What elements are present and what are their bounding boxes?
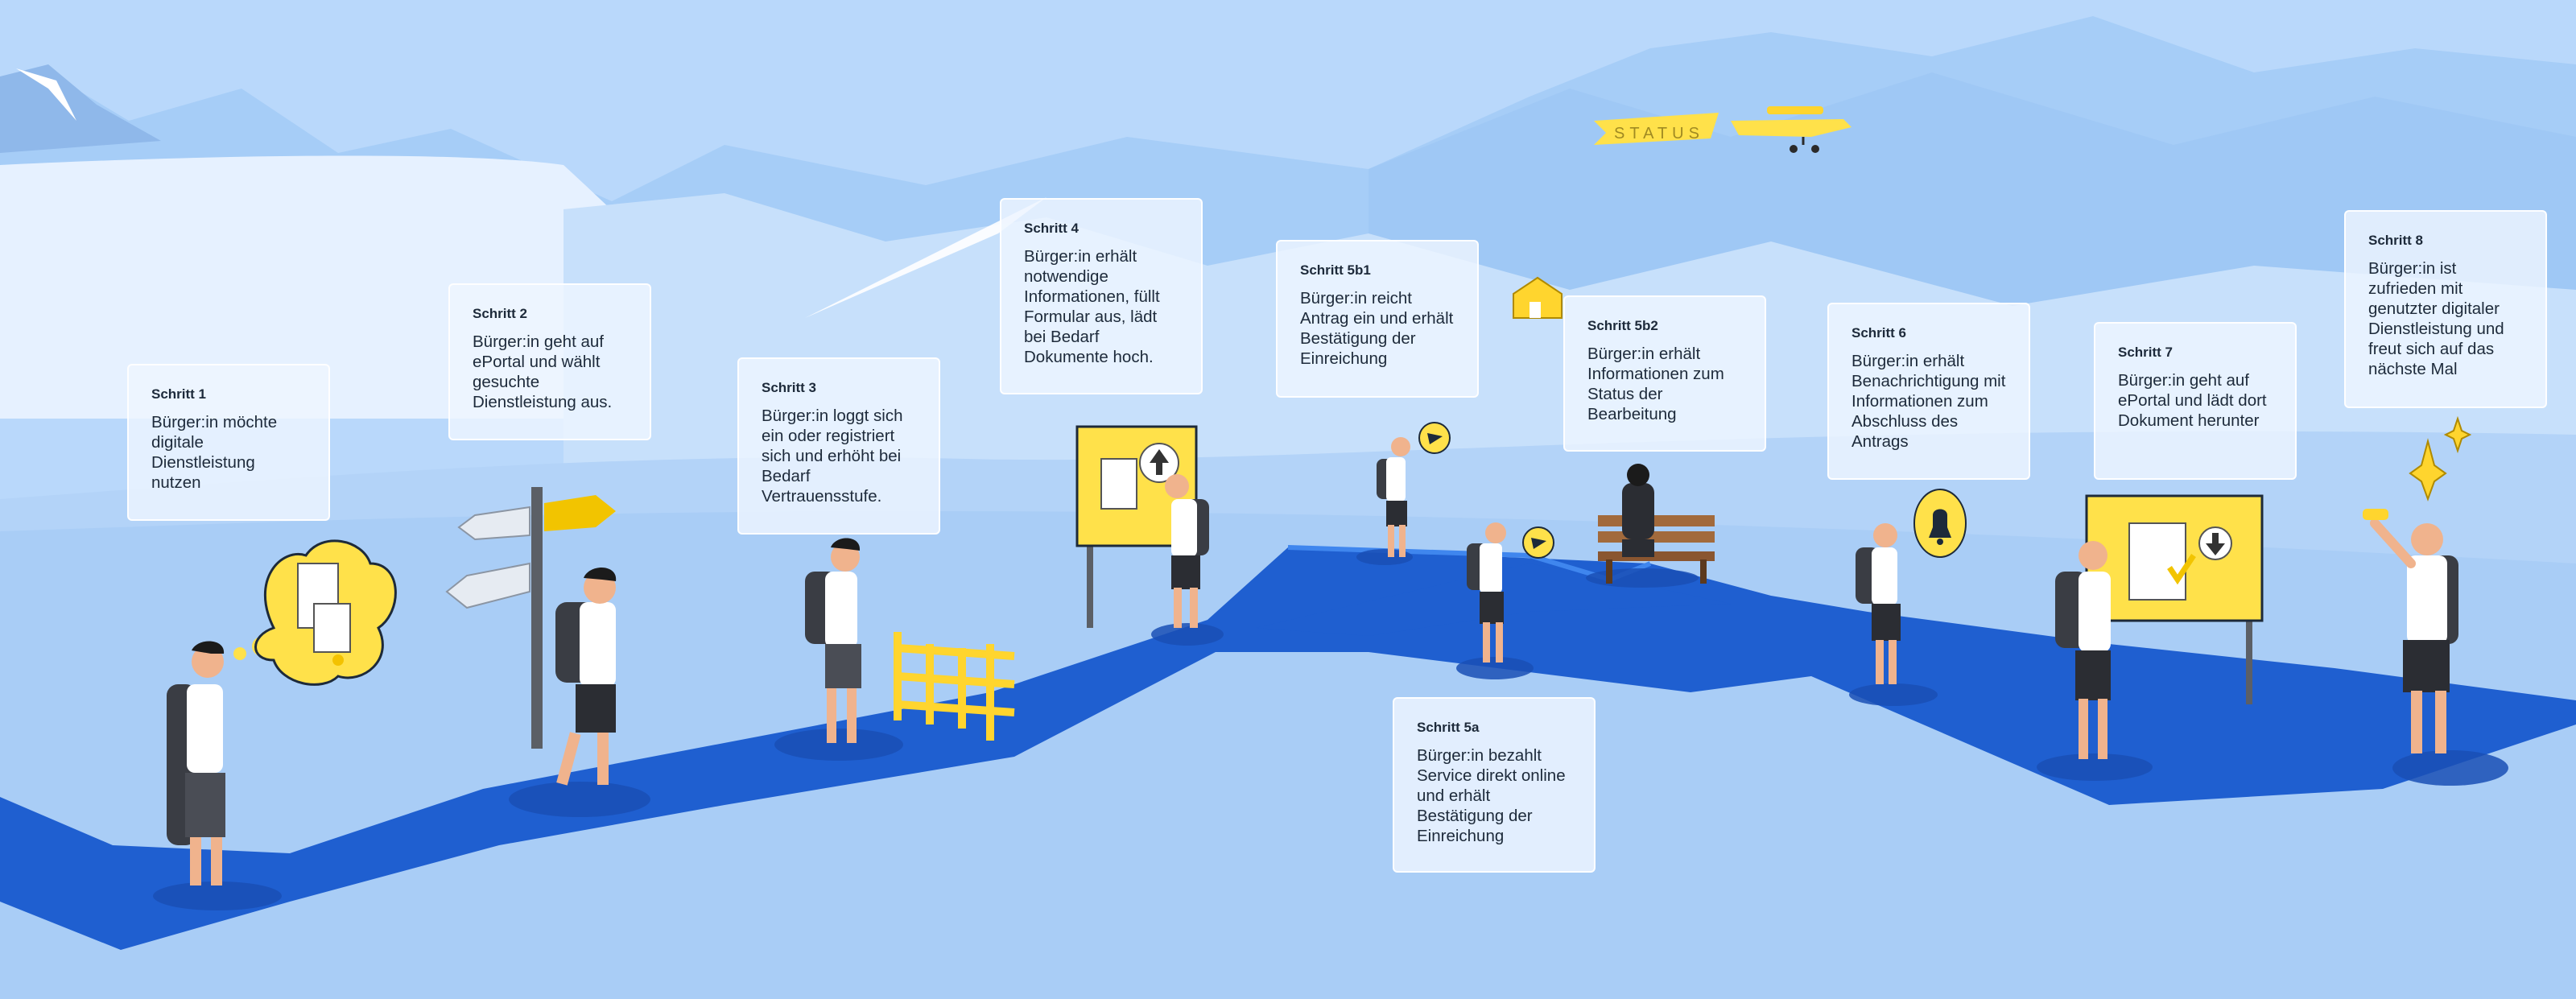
hiker-step-1: [167, 641, 225, 885]
signpost-icon: [445, 487, 616, 749]
step-text: Bürger:in erhält notwendige Informatione…: [1024, 247, 1160, 366]
hiker-step-6: [1856, 523, 1901, 684]
step-card-5b2: Schritt 5b2 Bürger:in erhält Information…: [1563, 295, 1766, 452]
step-text: Bürger:in geht auf ePortal und wählt ges…: [473, 332, 613, 411]
step-text: Bürger:in loggt sich ein oder registrier…: [762, 407, 903, 506]
step-text: Bürger:in ist zufrieden mit genutzter di…: [2368, 259, 2504, 378]
step-text: Bürger:in geht auf ePortal und lädt dort…: [2118, 371, 2267, 430]
step-card-7: Schritt 7 Bürger:in geht auf ePortal und…: [2094, 322, 2297, 480]
step-title: Schritt 2: [473, 306, 528, 321]
status-banner-text: STATUS: [1614, 125, 1704, 142]
step-card-8: Schritt 8 Bürger:in ist zufrieden mit ge…: [2344, 210, 2547, 408]
step-text: Bürger:in reicht Antrag ein und erhält B…: [1300, 289, 1454, 368]
hiker-step-5b2: [1622, 464, 1654, 557]
step-text: Bürger:in erhält Benachrichtigung mit In…: [1852, 352, 2006, 451]
step-card-2: Schritt 2 Bürger:in geht auf ePortal und…: [448, 283, 651, 440]
step-title: Schritt 6: [1852, 325, 1907, 341]
hiker-step-7: [2055, 541, 2111, 759]
step-title: Schritt 5b2: [1587, 318, 1658, 333]
step-text: Bürger:in bezahlt Service direkt online …: [1417, 746, 1566, 845]
step-title: Schritt 5b1: [1300, 262, 1371, 278]
send-icon-1: [1418, 422, 1451, 454]
step-title: Schritt 3: [762, 380, 817, 395]
step-card-4: Schritt 4 Bürger:in erhält notwendige In…: [1000, 198, 1203, 394]
hiker-step-8: [2363, 509, 2458, 753]
step-text: Bürger:in möchte digitale Dienstleistung…: [151, 413, 278, 492]
thought-bubble-icon: [233, 539, 397, 686]
download-board-icon: [2085, 494, 2264, 704]
step-card-5b1: Schritt 5b1 Bürger:in reicht Antrag ein …: [1276, 240, 1479, 398]
send-icon-2: [1522, 526, 1554, 559]
step-card-1: Schritt 1 Bürger:in möchte digitale Dien…: [127, 364, 330, 521]
step-title: Schritt 1: [151, 386, 207, 402]
gate-icon: [894, 632, 1015, 741]
journey-path: [0, 547, 2576, 950]
status-plane: STATUS: [1594, 106, 1852, 153]
step-card-3: Schritt 3 Bürger:in loggt sich ein oder …: [737, 357, 940, 535]
hiker-step-5b1: [1377, 437, 1410, 557]
step-title: Schritt 4: [1024, 221, 1080, 236]
hiker-step-5a: [1467, 522, 1506, 663]
step-title: Schritt 5a: [1417, 720, 1480, 735]
house-icon: [1513, 276, 1563, 319]
sparkle-icon: [2409, 415, 2472, 502]
step-text: Bürger:in erhält Informationen zum Statu…: [1587, 345, 1724, 423]
bell-notification-icon: [1913, 489, 1967, 558]
step-title: Schritt 8: [2368, 233, 2424, 248]
hiker-step-2: [555, 567, 617, 786]
hiker-step-4: [1165, 474, 1209, 628]
hiker-step-3: [805, 538, 861, 743]
step-title: Schritt 7: [2118, 345, 2174, 360]
step-card-5a: Schritt 5a Bürger:in bezahlt Service dir…: [1393, 697, 1596, 873]
step-card-6: Schritt 6 Bürger:in erhält Benachrichtig…: [1827, 303, 2030, 480]
